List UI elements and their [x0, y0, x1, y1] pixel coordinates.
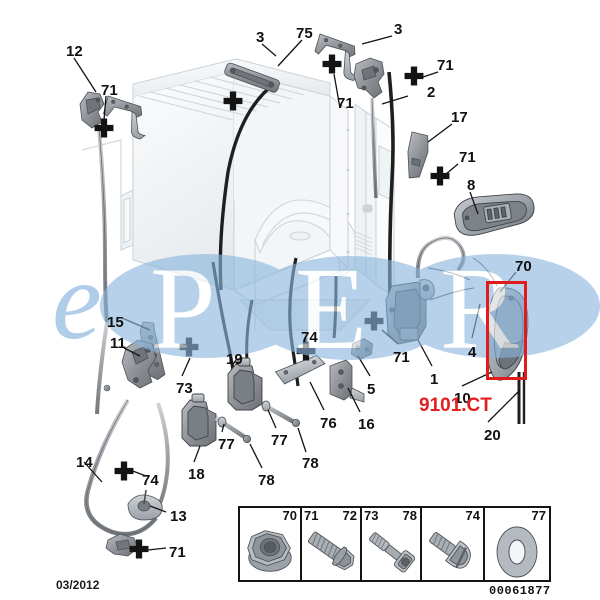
callout-11[interactable]: 11 [110, 335, 126, 352]
socket-head-bolt-icon [369, 532, 416, 573]
callout-78-a[interactable]: 78 [258, 472, 275, 489]
callout-77-b[interactable]: 77 [271, 432, 288, 449]
callout-71-a[interactable]: 71 [101, 82, 118, 99]
part-12-hinge [79, 91, 105, 129]
callout-71-f[interactable]: 71 [169, 544, 186, 561]
part-1-latch-assembly [385, 279, 435, 345]
legend-cell-74[interactable]: 74 [422, 508, 485, 580]
legend-cell-73-78[interactable]: 73 78 [362, 508, 422, 580]
callout-20[interactable]: 20 [484, 427, 501, 444]
legend-num-78: 78 [402, 508, 417, 523]
flange-nut-icon [247, 530, 292, 572]
legend-num-71: 71 [304, 508, 319, 523]
hinge-parts-top [103, 33, 385, 199]
part-14-cable-end [105, 533, 139, 557]
date-stamp: 03/2012 [56, 578, 100, 592]
callout-75[interactable]: 75 [296, 25, 313, 42]
callout-14[interactable]: 14 [76, 454, 93, 471]
part-16-bracket [329, 359, 365, 403]
callout-71-e[interactable]: 71 [393, 349, 410, 366]
callout-10[interactable]: 10 [454, 390, 471, 407]
callout-2[interactable]: 2 [427, 84, 436, 101]
legend-num-74: 74 [465, 508, 480, 523]
callout-74-b[interactable]: 74 [142, 472, 159, 489]
callout-15[interactable]: 15 [107, 314, 124, 331]
callout-73[interactable]: 73 [176, 380, 193, 397]
part-20-rods [517, 372, 526, 424]
callout-71-c[interactable]: 71 [437, 57, 454, 74]
legend-num-72: 72 [342, 508, 357, 523]
fastener-legend: 70 71 72 [238, 506, 551, 582]
callout-16[interactable]: 16 [358, 416, 375, 433]
legend-cell-71-72[interactable]: 71 72 [302, 508, 362, 580]
legend-num-73: 73 [364, 508, 379, 523]
legend-code: 00061877 [489, 584, 551, 598]
callout-3-a[interactable]: 3 [256, 29, 265, 46]
part-code-label: 9101.CT [419, 395, 492, 416]
part-5-bracket [351, 338, 373, 360]
callout-76[interactable]: 76 [320, 415, 337, 432]
legend-cell-70[interactable]: 70 [240, 508, 302, 580]
callout-8[interactable]: 8 [467, 177, 476, 194]
selected-part-highlight[interactable] [486, 281, 527, 380]
callout-74-a[interactable]: 74 [301, 329, 318, 346]
legend-cell-77[interactable]: 77 [485, 508, 549, 580]
callout-71-d[interactable]: 71 [459, 149, 476, 166]
pan-head-screw-icon [429, 532, 471, 569]
callout-1[interactable]: 1 [430, 371, 439, 388]
hex-flange-bolt-icon [307, 531, 355, 571]
callout-12[interactable]: 12 [66, 43, 83, 60]
callout-18[interactable]: 18 [188, 466, 205, 483]
flat-washer-icon [496, 526, 538, 578]
part-11-roller-bracket [121, 339, 157, 389]
part-8-handle-trim [453, 193, 535, 236]
callout-3-b[interactable]: 3 [394, 21, 403, 38]
callout-17[interactable]: 17 [451, 109, 468, 126]
callout-5[interactable]: 5 [367, 381, 376, 398]
callout-70[interactable]: 70 [515, 258, 532, 275]
callout-4[interactable]: 4 [468, 344, 477, 361]
callout-78-b[interactable]: 78 [302, 455, 319, 472]
callout-71-b[interactable]: 71 [337, 95, 354, 112]
part-18-stop [181, 393, 217, 447]
callout-19[interactable]: 19 [226, 351, 243, 368]
part-19-stop [227, 357, 263, 411]
legend-num-70: 70 [282, 508, 297, 523]
callout-77-a[interactable]: 77 [218, 436, 235, 453]
part-17-guide [407, 131, 429, 179]
callout-13[interactable]: 13 [170, 508, 187, 525]
part-76-plate [274, 354, 326, 385]
legend-num-77: 77 [531, 508, 546, 523]
